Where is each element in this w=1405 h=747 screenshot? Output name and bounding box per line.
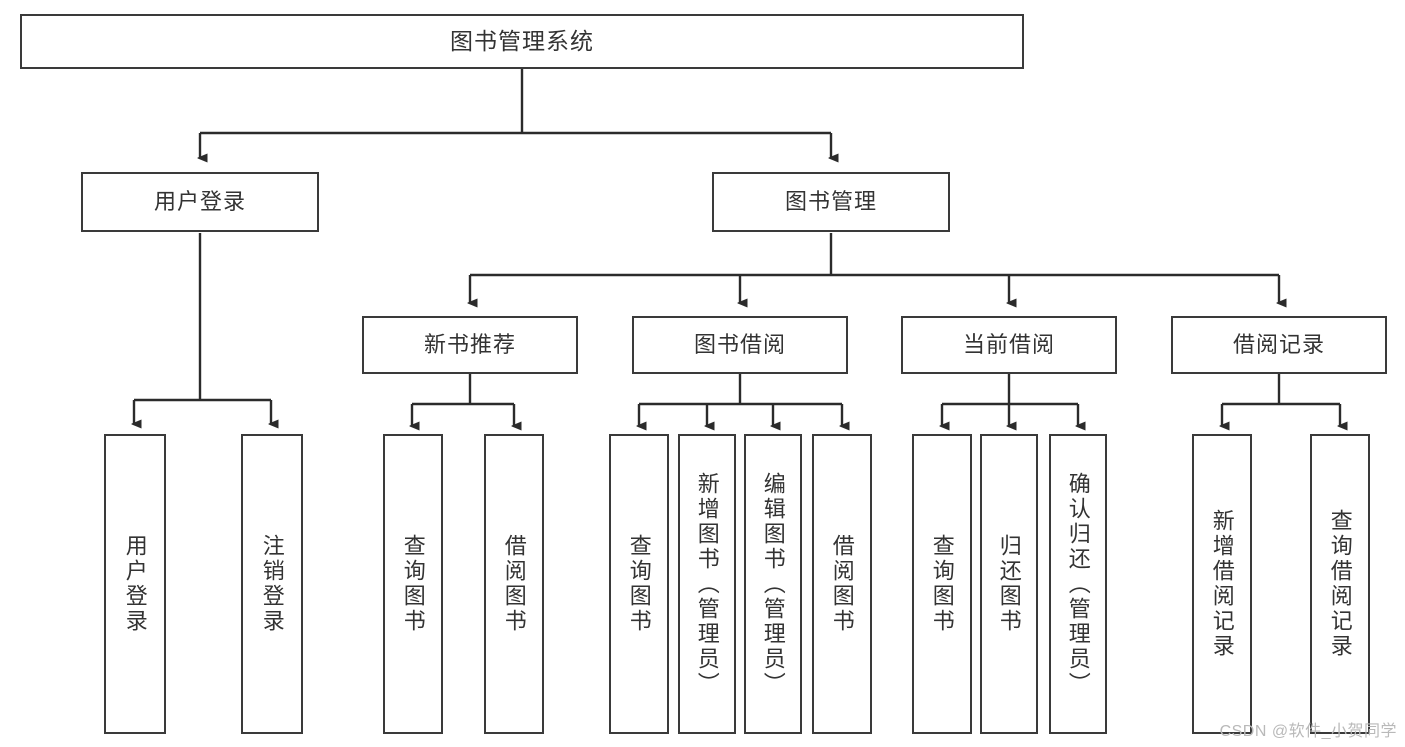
- leaf-borrow-book-recommend[interactable]: 借阅图书: [484, 434, 544, 734]
- node-new-book-recommend[interactable]: 新书推荐: [362, 316, 578, 374]
- leaf-user-login[interactable]: 用户登录: [104, 434, 166, 734]
- node-user-login[interactable]: 用户登录: [81, 172, 319, 232]
- node-root-system[interactable]: 图书管理系统: [20, 14, 1024, 69]
- leaf-query-book-current[interactable]: 查询图书: [912, 434, 972, 734]
- leaf-confirm-return-admin[interactable]: 确认归还（管理员）: [1049, 434, 1107, 734]
- node-current-borrow[interactable]: 当前借阅: [901, 316, 1117, 374]
- leaf-borrow-book-borrow[interactable]: 借阅图书: [812, 434, 872, 734]
- leaf-return-book[interactable]: 归还图书: [980, 434, 1038, 734]
- leaf-edit-book-admin[interactable]: 编辑图书（管理员）: [744, 434, 802, 734]
- leaf-add-book-admin[interactable]: 新增图书（管理员）: [678, 434, 736, 734]
- node-borrow-record[interactable]: 借阅记录: [1171, 316, 1387, 374]
- leaf-logout-login[interactable]: 注销登录: [241, 434, 303, 734]
- leaf-add-borrow-record[interactable]: 新增借阅记录: [1192, 434, 1252, 734]
- leaf-query-book-recommend[interactable]: 查询图书: [383, 434, 443, 734]
- node-book-borrow[interactable]: 图书借阅: [632, 316, 848, 374]
- leaf-query-book-borrow[interactable]: 查询图书: [609, 434, 669, 734]
- leaf-query-borrow-record[interactable]: 查询借阅记录: [1310, 434, 1370, 734]
- csdn-watermark: CSDN @软件_小贺同学: [1219, 723, 1397, 740]
- node-book-manage[interactable]: 图书管理: [712, 172, 950, 232]
